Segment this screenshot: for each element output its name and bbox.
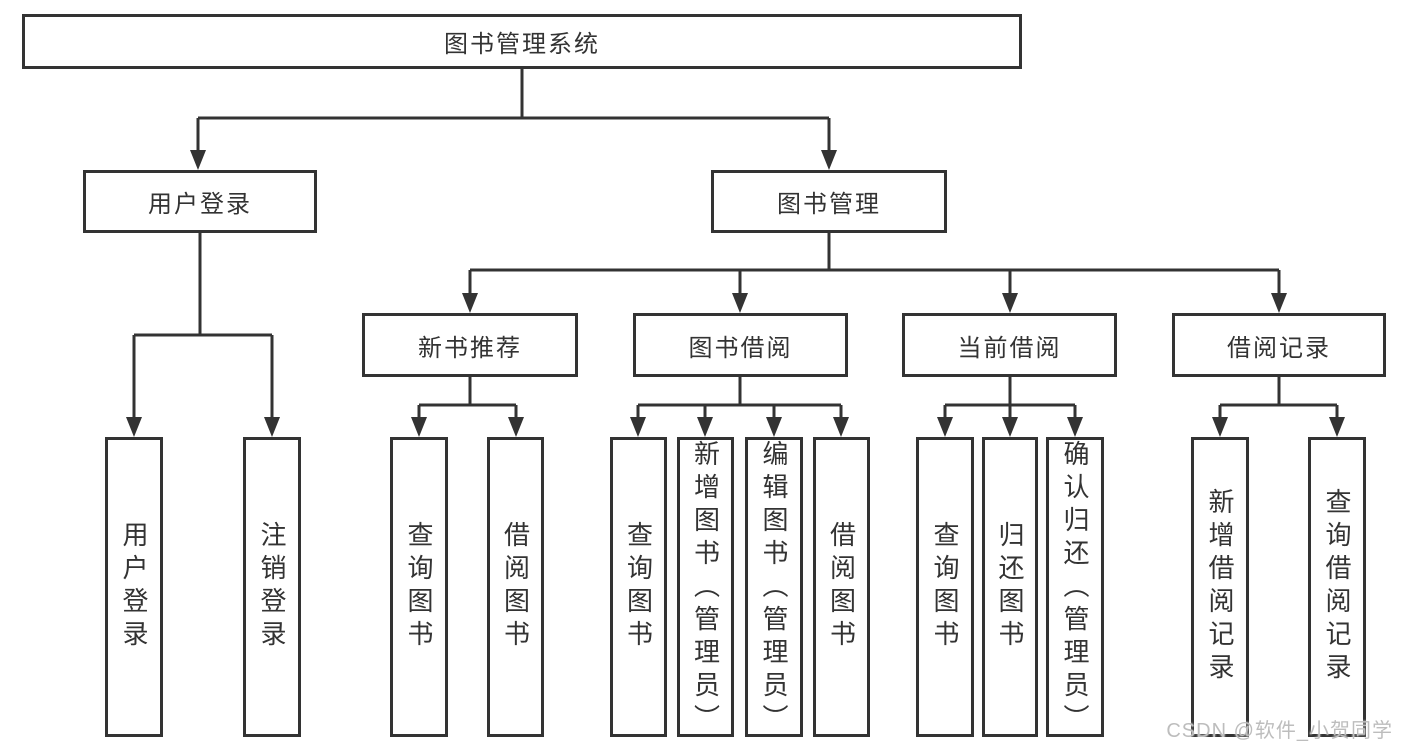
node-book-borrowing: 图书借阅 (633, 313, 848, 377)
leaf-user-login: 用户登录 (105, 437, 163, 737)
connector-current-borrowing-to-leaves (937, 377, 1083, 437)
connector-new-book-to-leaves (411, 377, 524, 437)
arrow-down-icon (630, 417, 646, 437)
arrow-down-icon (1329, 417, 1345, 437)
arrow-down-icon (411, 417, 427, 437)
leaf-return-books: 归还图书 (982, 437, 1038, 737)
connector-borrowing-records-to-leaves (1212, 377, 1345, 437)
arrow-down-icon (1212, 417, 1228, 437)
leaf-query-books-1: 查询图书 (390, 437, 448, 737)
arrow-down-icon (126, 417, 142, 437)
node-user-login-group: 用户登录 (83, 170, 317, 233)
arrow-down-icon (462, 293, 478, 313)
connector-user-login-to-leaves (126, 233, 280, 437)
node-new-book-recommendation: 新书推荐 (362, 313, 578, 377)
arrow-down-icon (190, 150, 206, 170)
arrow-down-icon (1271, 293, 1287, 313)
node-book-management: 图书管理 (711, 170, 947, 233)
leaf-confirm-return-admin: 确认归还（管理员） (1046, 437, 1104, 737)
connector-root-to-level2 (190, 69, 837, 170)
leaf-add-books-admin: 新增图书（管理员） (677, 437, 734, 737)
arrow-down-icon (937, 417, 953, 437)
arrow-down-icon (1067, 417, 1083, 437)
arrow-down-icon (821, 150, 837, 170)
node-current-borrowing: 当前借阅 (902, 313, 1117, 377)
leaf-add-borrow-record: 新增借阅记录 (1191, 437, 1249, 737)
watermark-text: CSDN @软件_小贺同学 (1166, 720, 1393, 742)
arrow-down-icon (833, 417, 849, 437)
connector-book-management-to-level3 (462, 233, 1287, 313)
leaf-logout-login: 注销登录 (243, 437, 301, 737)
node-borrowing-records: 借阅记录 (1172, 313, 1386, 377)
leaf-borrow-books-2: 借阅图书 (813, 437, 870, 737)
arrow-down-icon (508, 417, 524, 437)
arrow-down-icon (264, 417, 280, 437)
leaf-query-books-2: 查询图书 (610, 437, 667, 737)
arrow-down-icon (732, 293, 748, 313)
leaf-query-books-3: 查询图书 (916, 437, 974, 737)
leaf-borrow-books-1: 借阅图书 (487, 437, 544, 737)
arrow-down-icon (1002, 293, 1018, 313)
arrow-down-icon (766, 417, 782, 437)
arrow-down-icon (1002, 417, 1018, 437)
node-root: 图书管理系统 (22, 14, 1022, 69)
leaf-query-borrow-record: 查询借阅记录 (1308, 437, 1366, 737)
leaf-edit-books-admin: 编辑图书（管理员） (745, 437, 803, 737)
arrow-down-icon (697, 417, 713, 437)
connector-book-borrowing-to-leaves (630, 377, 849, 437)
